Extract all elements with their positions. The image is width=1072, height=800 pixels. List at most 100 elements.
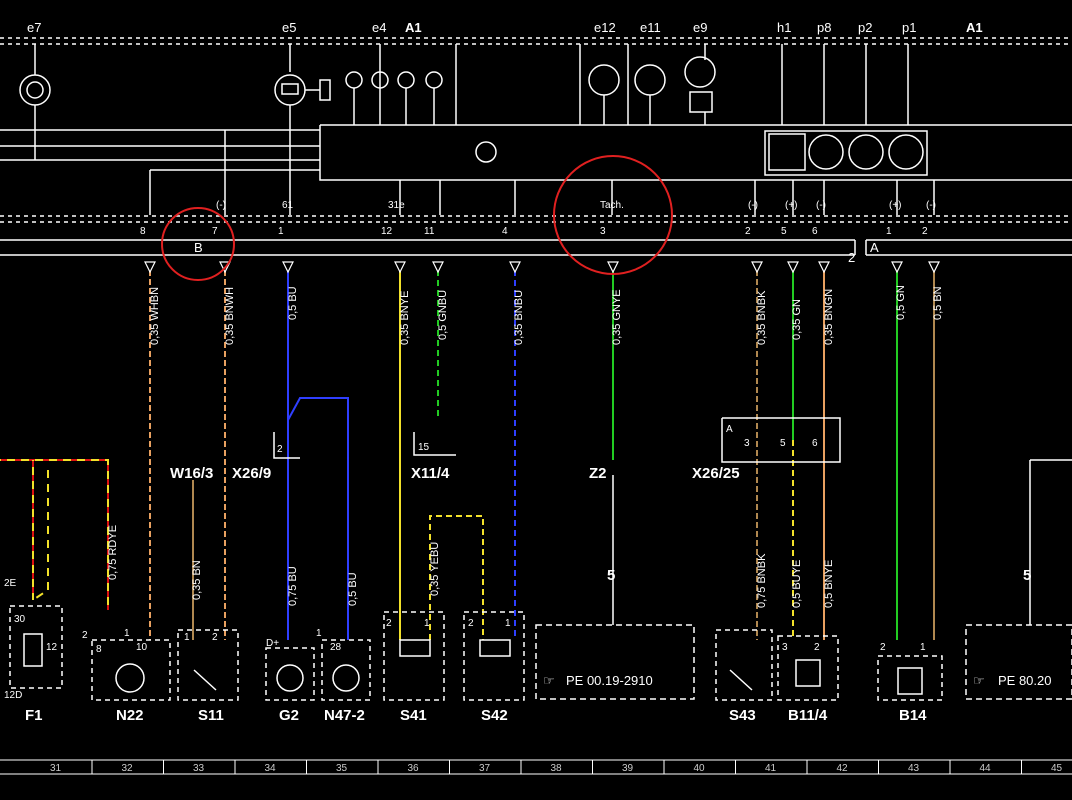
ref-box-right — [965, 624, 1072, 700]
pin-3: 3 — [600, 226, 606, 237]
s11-pin-2: 2 — [212, 632, 218, 643]
label-e4: e4 — [372, 20, 386, 35]
s43-switch-icon — [729, 669, 753, 691]
wire-label-bnbu: 0,35 BNBU — [513, 290, 525, 345]
instrument-gauges-box — [764, 130, 928, 176]
g2-pin-dplus: D+ — [266, 638, 279, 649]
connector-z2: Z2 — [589, 465, 607, 482]
f1-pin-12d: 12D — [4, 690, 22, 701]
n22-pin-8: 8 — [96, 644, 102, 655]
s42-pin-2: 2 — [468, 618, 474, 629]
wire-label-bu-n47: 0,5 BU — [347, 572, 359, 606]
wire-label-bn-w16: 0,35 BN — [191, 560, 203, 600]
wire-label-bnye: 0,35 BNYE — [399, 291, 411, 345]
arrow-pin12 — [394, 261, 406, 274]
wire-bu-branch — [287, 397, 349, 640]
ruler-number: 39 — [622, 763, 634, 774]
ruler-number: 37 — [479, 763, 491, 774]
b11-4-sensor-icon — [795, 659, 821, 687]
x26-25-block — [721, 417, 841, 463]
ref-number-left: 5 — [607, 567, 615, 584]
component-s11: S11 — [198, 707, 224, 724]
b11-pin-3: 3 — [782, 642, 788, 653]
label-e12: e12 — [594, 20, 616, 35]
connector-b-label: B — [194, 240, 203, 255]
signal-plus-1: (+) — [785, 200, 798, 211]
connector-x11-4: X11/4 — [411, 465, 450, 482]
wire-yebu — [429, 515, 484, 640]
s11-box — [177, 629, 239, 701]
ruler-number: 42 — [837, 763, 849, 774]
component-s43: S43 — [729, 707, 756, 724]
e4-lamp-1-icon — [345, 71, 363, 89]
component-b14: B14 — [899, 707, 927, 724]
connector-w16-3: W16/3 — [170, 465, 213, 482]
wire-label-bnbk: 0,35 BNBK — [756, 290, 768, 345]
a1-box-bottom — [319, 125, 1072, 181]
pin-11: 11 — [424, 226, 435, 237]
wire-rdye-f1b — [32, 470, 49, 601]
wire-label-yebu: 0,35 YEBU — [429, 542, 441, 596]
ruler-number: 40 — [694, 763, 706, 774]
wire-label-bu: 0,5 BU — [287, 286, 299, 320]
b14-pin-1: 1 — [920, 642, 926, 653]
label-e5: e5 — [282, 20, 296, 35]
pin-6: 6 — [812, 226, 818, 237]
x26-25-pin5: 5 — [780, 438, 786, 449]
arrow-pin2b — [928, 261, 940, 274]
s41-pin-1: 1 — [424, 618, 430, 629]
arrow-pin11 — [432, 261, 444, 274]
n22-pin-10: 10 — [136, 642, 148, 653]
highlight-circle-pin7 — [161, 207, 235, 281]
e9-sensor-box — [689, 91, 713, 113]
f1-fuse-box — [9, 605, 63, 689]
ruler-number: 41 — [765, 763, 777, 774]
component-s42: S42 — [481, 707, 508, 724]
e7-warning-lamp-icon — [19, 74, 51, 106]
wire-label-bnye-b11: 0,5 BNYE — [823, 560, 835, 608]
pin-2: 2 — [745, 226, 751, 237]
component-n22: N22 — [116, 707, 144, 724]
label-e7: e7 — [27, 20, 41, 35]
ruler-number: 32 — [122, 763, 134, 774]
wire-label-buye: 0,5 BUYE — [791, 560, 803, 608]
label-h1: h1 — [777, 20, 791, 35]
pointing-hand-icon-right: ☞ — [973, 673, 985, 688]
s42-pin-1: 1 — [505, 618, 511, 629]
ref-text-left: PE 00.19-2910 — [566, 673, 653, 688]
arrow-pin8 — [144, 261, 156, 274]
x11-4-pin: 15 — [418, 442, 430, 453]
ruler-number: 34 — [265, 763, 277, 774]
b11-pin-2: 2 — [814, 642, 820, 653]
n22-transistor-icon — [115, 663, 145, 693]
b14-box — [877, 655, 943, 701]
p8-speedometer-icon — [808, 134, 844, 170]
wire-label-gn: 0,35 GN — [791, 299, 803, 340]
arrow-pin3 — [607, 261, 619, 274]
f1-pin-2e: 2E — [4, 578, 17, 589]
pin-1b: 1 — [886, 226, 892, 237]
connector-2-label: 2 — [848, 250, 855, 265]
n22-box — [91, 639, 171, 701]
ruler-number: 43 — [908, 763, 920, 774]
ruler-number: 38 — [551, 763, 563, 774]
e5-battery-lamp-icon — [274, 74, 306, 106]
pin-8: 8 — [140, 226, 146, 237]
x26-25-pin3: 3 — [744, 438, 750, 449]
wire-label-bnbk-s43: 0,75 BNBK — [756, 553, 768, 608]
signal-minus-2: (-) — [748, 200, 758, 211]
label-e11: e11 — [640, 20, 661, 35]
b11-4-box — [777, 635, 839, 701]
n22-pin-1: 1 — [124, 628, 130, 639]
h1-buzzer-icon — [768, 133, 806, 171]
p2-clock-icon — [848, 134, 884, 170]
arrow-pin2 — [751, 261, 763, 274]
highlight-circle-tach — [553, 155, 673, 275]
f1-pin-2: 2 — [82, 630, 88, 641]
pointing-hand-icon-left: ☞ — [543, 673, 555, 688]
wire-label-gnbu: 0,5 GNBU — [437, 290, 449, 340]
s42-box — [463, 611, 525, 701]
wire-label-bnwh: 0,35 BNWH — [224, 287, 236, 345]
pin-4: 4 — [502, 226, 508, 237]
